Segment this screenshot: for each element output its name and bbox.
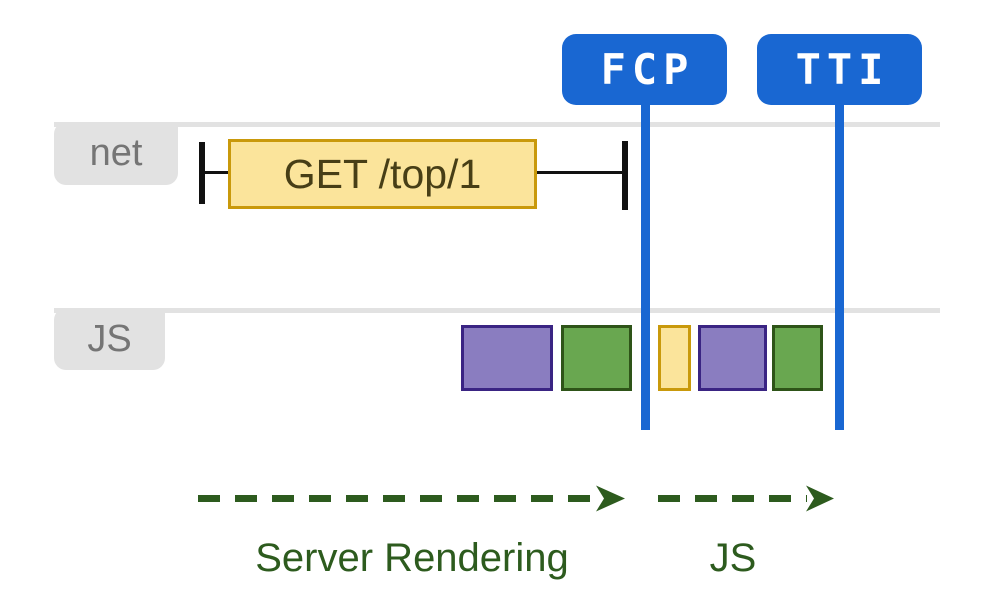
tti-badge: TTI [757, 34, 922, 105]
net-track-line [54, 122, 940, 127]
js-arrowhead [806, 485, 834, 512]
js-track-label-text: JS [87, 317, 132, 360]
fcp-badge-label: FCP [600, 45, 695, 94]
js-track-label: JS [54, 308, 165, 370]
js-phase-label: JS [709, 536, 757, 580]
js-task-segment-yellow [658, 325, 691, 391]
js-task-segment-purple [461, 325, 553, 391]
net-track-label-text: net [89, 132, 143, 174]
network-request-box: GET /top/1 [228, 139, 537, 209]
fcp-badge: FCP [562, 34, 727, 105]
server-rendering-arrowhead [596, 485, 625, 512]
request-end-connector [535, 171, 624, 174]
js-task-segment-purple [698, 325, 767, 391]
tti-marker-line [835, 100, 844, 430]
request-start-bracket [199, 142, 205, 204]
js-track-line [54, 308, 940, 313]
js-task-segment-green [561, 325, 632, 391]
js-task-segment-green [772, 325, 823, 391]
request-end-bracket [622, 141, 628, 210]
network-request-label: GET /top/1 [283, 150, 482, 197]
net-track-label: net [54, 122, 178, 185]
tti-badge-label: TTI [795, 45, 890, 94]
request-start-connector [202, 171, 230, 174]
fcp-marker-line [641, 100, 650, 430]
server-rendering-phase-label: Server Rendering [255, 536, 569, 580]
